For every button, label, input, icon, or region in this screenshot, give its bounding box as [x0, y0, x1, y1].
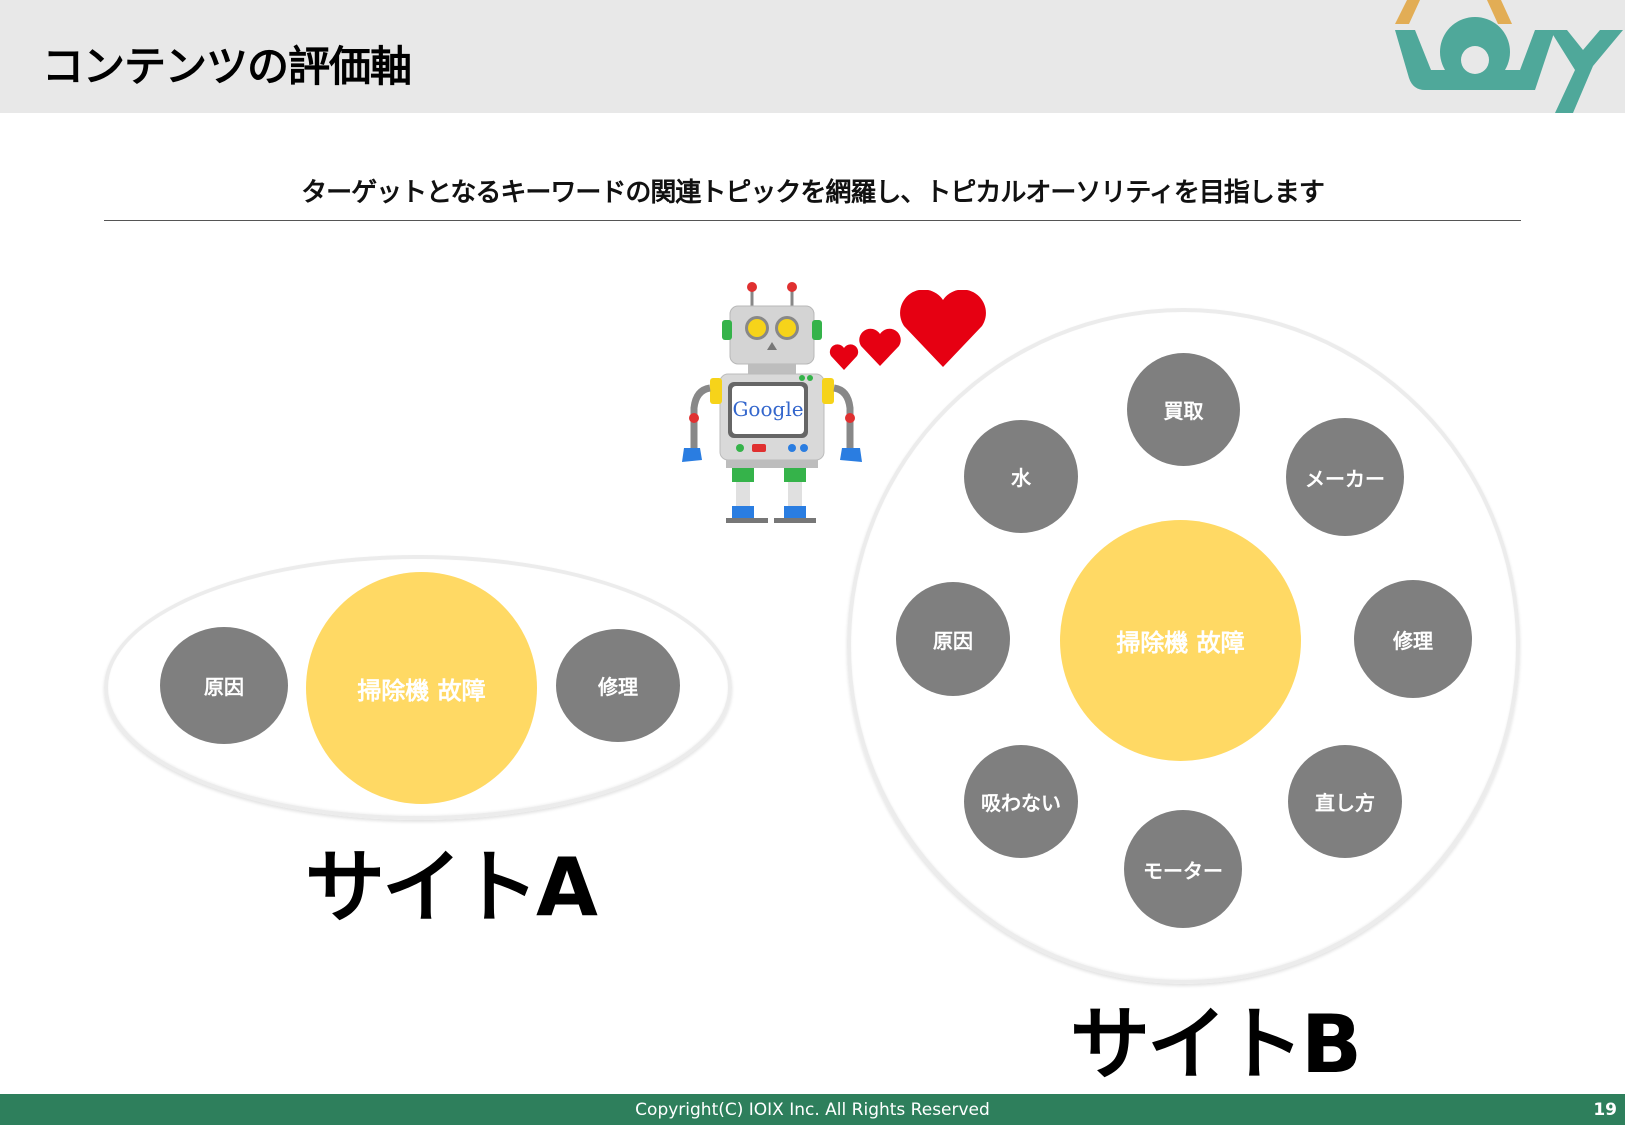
- center-keyword-label: 掃除機 故障: [357, 676, 486, 705]
- topic-label: 原因: [933, 628, 973, 653]
- topic-label: 直し方: [1315, 791, 1375, 815]
- heart-icon: [859, 328, 901, 366]
- site-b-topic-bubble: 買取: [1127, 353, 1240, 466]
- site-b-topic-ring: [847, 308, 1520, 984]
- heart-icon: [900, 290, 986, 367]
- divider: [104, 220, 1521, 221]
- topic-label: 吸わない: [981, 791, 1061, 815]
- subtitle: ターゲットとなるキーワードの関連トピックを網羅し、トピカルオーソリティを目指しま…: [301, 178, 1325, 208]
- center-keyword-label: 掃除機 故障: [1116, 629, 1245, 657]
- site-b-topic-bubble: 直し方: [1288, 745, 1402, 858]
- robot-icon: Google: [682, 282, 862, 523]
- topic-label: 水: [1011, 466, 1031, 490]
- site-b-topic-bubble: 修理: [1354, 580, 1472, 698]
- page-number: 19: [1593, 1100, 1617, 1120]
- site-b-topic-bubble: 原因: [896, 582, 1010, 696]
- site-a-center-keyword: 掃除機 故障: [306, 572, 537, 804]
- site-b-topic-bubble: 水: [964, 420, 1078, 533]
- page-title: コンテンツの評価軸: [42, 42, 412, 91]
- site-b-topic-bubble: 吸わない: [964, 745, 1078, 858]
- footer-bar: Copyright(C) IOIX Inc. All Rights Reserv…: [0, 1094, 1625, 1125]
- topic-label: 修理: [598, 675, 638, 699]
- site-a-topic-bubble: 原因: [160, 627, 288, 744]
- topic-label: 買取: [1163, 399, 1204, 423]
- site-a-topic-bubble: 修理: [556, 629, 680, 742]
- topic-label: 原因: [204, 675, 244, 699]
- site-b-center-keyword: 掃除機 故障: [1060, 520, 1301, 761]
- site-b-label: サイトB: [1070, 998, 1362, 1091]
- heart-icon: [829, 344, 859, 370]
- header-bar: コンテンツの評価軸: [0, 0, 1625, 113]
- site-b-topic-bubble: メーカー: [1286, 418, 1404, 536]
- ioix-logo-icon: [1395, 0, 1623, 113]
- site-b-topic-bubble: モーター: [1124, 810, 1242, 928]
- topic-label: 修理: [1393, 628, 1433, 653]
- site-a-topic-ring: [104, 555, 732, 820]
- topic-label: メーカー: [1305, 466, 1385, 491]
- topic-label: モーター: [1143, 858, 1223, 883]
- robot-screen-text: Google: [732, 397, 803, 421]
- hearts-group: [829, 290, 986, 370]
- copyright-text: Copyright(C) IOIX Inc. All Rights Reserv…: [635, 1100, 990, 1120]
- site-a-label: サイトA: [305, 841, 598, 934]
